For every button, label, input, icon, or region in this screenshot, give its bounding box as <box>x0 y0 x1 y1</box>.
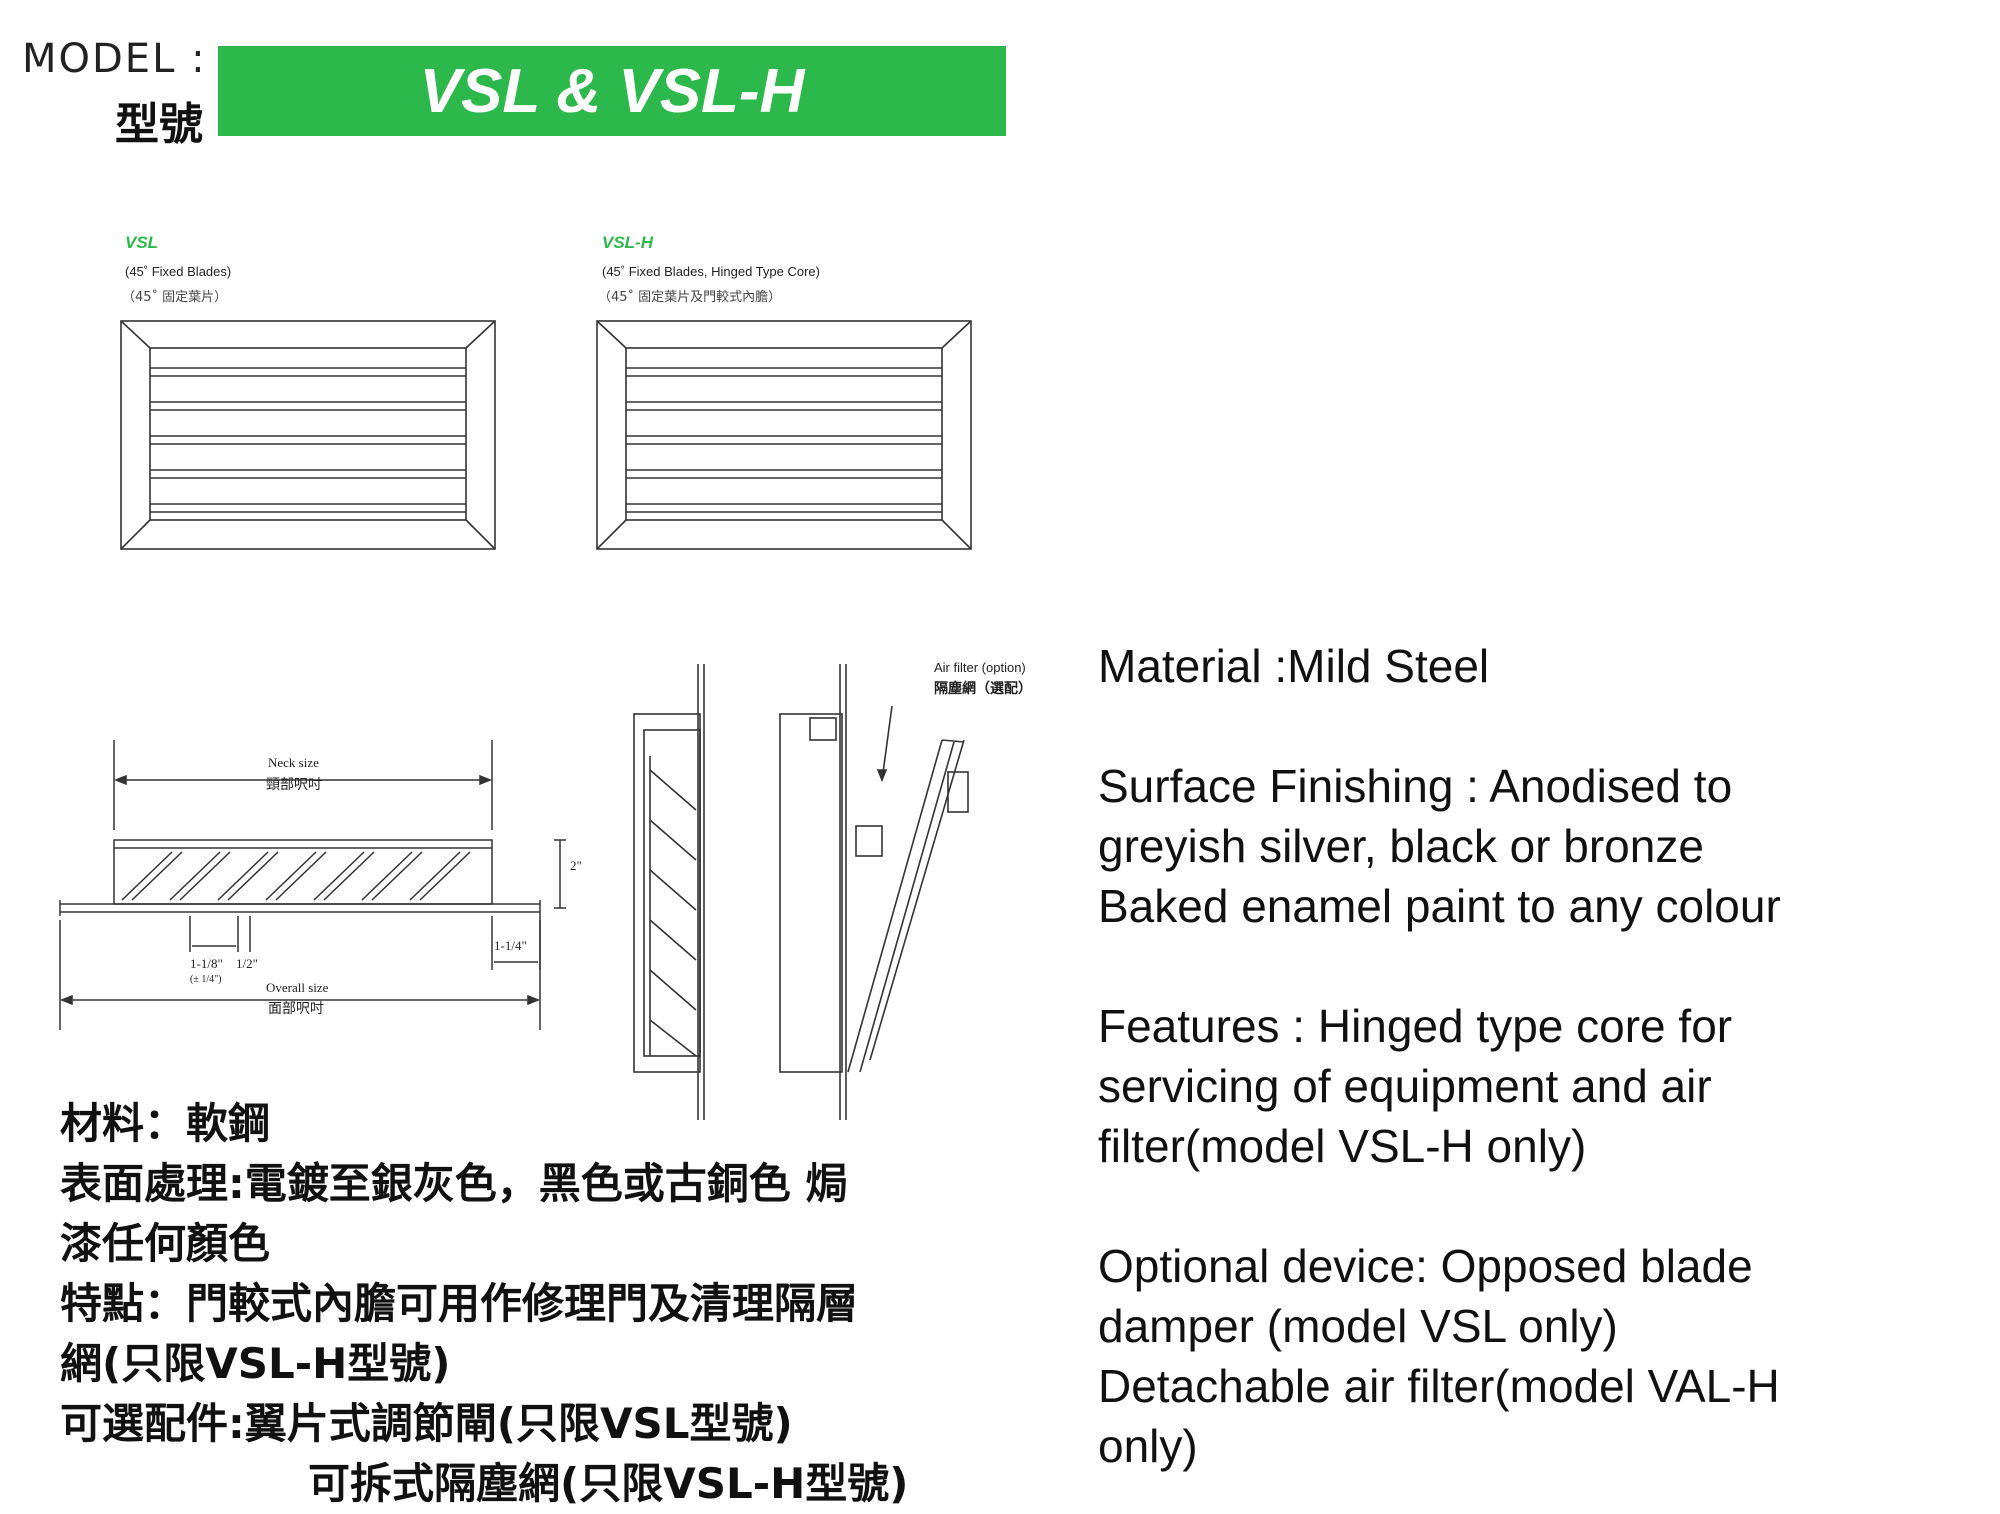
front-view-vsl-drawing <box>120 320 496 550</box>
neck-size-label-zh: 頸部呎吋 <box>266 777 322 793</box>
spec-optional-line-4: only) <box>1098 1420 1198 1472</box>
overall-size-label-zh: 面部呎吋 <box>268 1001 324 1017</box>
spec-zh-line-7: 可拆式隔塵網(只限VSL-H型號) <box>308 1459 909 1508</box>
model-title: VSL & VSL-H <box>419 56 805 126</box>
spec-zh-line-6: 可選配件:翼片式調節閘(只限VSL型號) <box>60 1399 793 1448</box>
front-view-vslh-code: VSL-H <box>602 233 653 252</box>
side-section-drawing <box>633 664 969 1120</box>
front-view-vsl-desc: (45˚ Fixed Blades) <box>125 264 232 279</box>
model-label-zh: 型號 <box>115 99 203 150</box>
front-view-vslh-desc-zh: （45˚ 固定葉片及門較式內膽） <box>598 290 782 305</box>
spec-optional-line-1: Optional device: Opposed blade <box>1098 1240 1753 1292</box>
spec-english: Material :Mild Steel Surface Finishing :… <box>1098 636 1978 1476</box>
spec-zh-line-5: 網(只限VSL-H型號) <box>60 1339 451 1388</box>
height-dim-label: 2" <box>570 858 582 873</box>
spec-material: Material :Mild Steel <box>1098 640 1490 692</box>
spec-optional-line-3: Detachable air filter(model VAL-H <box>1098 1360 1780 1412</box>
overall-size-label: Overall size <box>266 980 329 995</box>
spec-features-line-3: filter(model VSL-H only) <box>1098 1120 1587 1172</box>
spec-zh-line-3: 漆任何顏色 <box>60 1219 271 1268</box>
spec-features-line-2: servicing of equipment and air <box>1098 1060 1712 1112</box>
neck-size-label: Neck size <box>268 755 319 770</box>
spec-surface-line-3: Baked enamel paint to any colour <box>1098 880 1781 932</box>
blade-pitch-label: 1-1/8" <box>190 956 223 971</box>
front-view-vslh-drawing <box>596 320 972 550</box>
spec-optional-line-2: damper (model VSL only) <box>1098 1300 1618 1352</box>
section-drawing <box>59 740 566 1030</box>
spec-surface-line-2: greyish silver, black or bronze <box>1098 820 1704 872</box>
front-view-vsl-code: VSL <box>125 233 159 252</box>
blade-gap-label: 1/2" <box>236 956 258 971</box>
spec-zh-line-2: 表面處理:電鍍至銀灰色，黑色或古銅色 焗 <box>60 1159 848 1208</box>
spec-chinese: 材料：軟鋼 表面處理:電鍍至銀灰色，黑色或古銅色 焗 漆任何顏色 特點：門較式內… <box>60 1094 909 1514</box>
air-filter-label-zh: 隔塵網（選配） <box>934 681 1032 697</box>
flange-dim-label: 1-1/4" <box>494 938 527 953</box>
spec-zh-line-1: 材料：軟鋼 <box>60 1099 271 1148</box>
spec-features-line-1: Features : Hinged type core for <box>1098 1000 1733 1052</box>
model-label: MODEL : <box>22 36 207 82</box>
model-title-bar: VSL & VSL-H <box>218 46 1006 136</box>
spec-surface-line-1: Surface Finishing : Anodised to <box>1098 760 1733 812</box>
front-view-vslh-desc: (45˚ Fixed Blades, Hinged Type Core) <box>602 264 820 279</box>
blade-pitch-tolerance: (± 1/4") <box>190 974 222 985</box>
spec-zh-line-4: 特點：門較式內膽可用作修理門及清理隔層 <box>60 1279 859 1328</box>
air-filter-label: Air filter (option) <box>934 660 1026 675</box>
front-view-vsl-desc-zh: （45˚ 固定葉片） <box>122 290 228 305</box>
